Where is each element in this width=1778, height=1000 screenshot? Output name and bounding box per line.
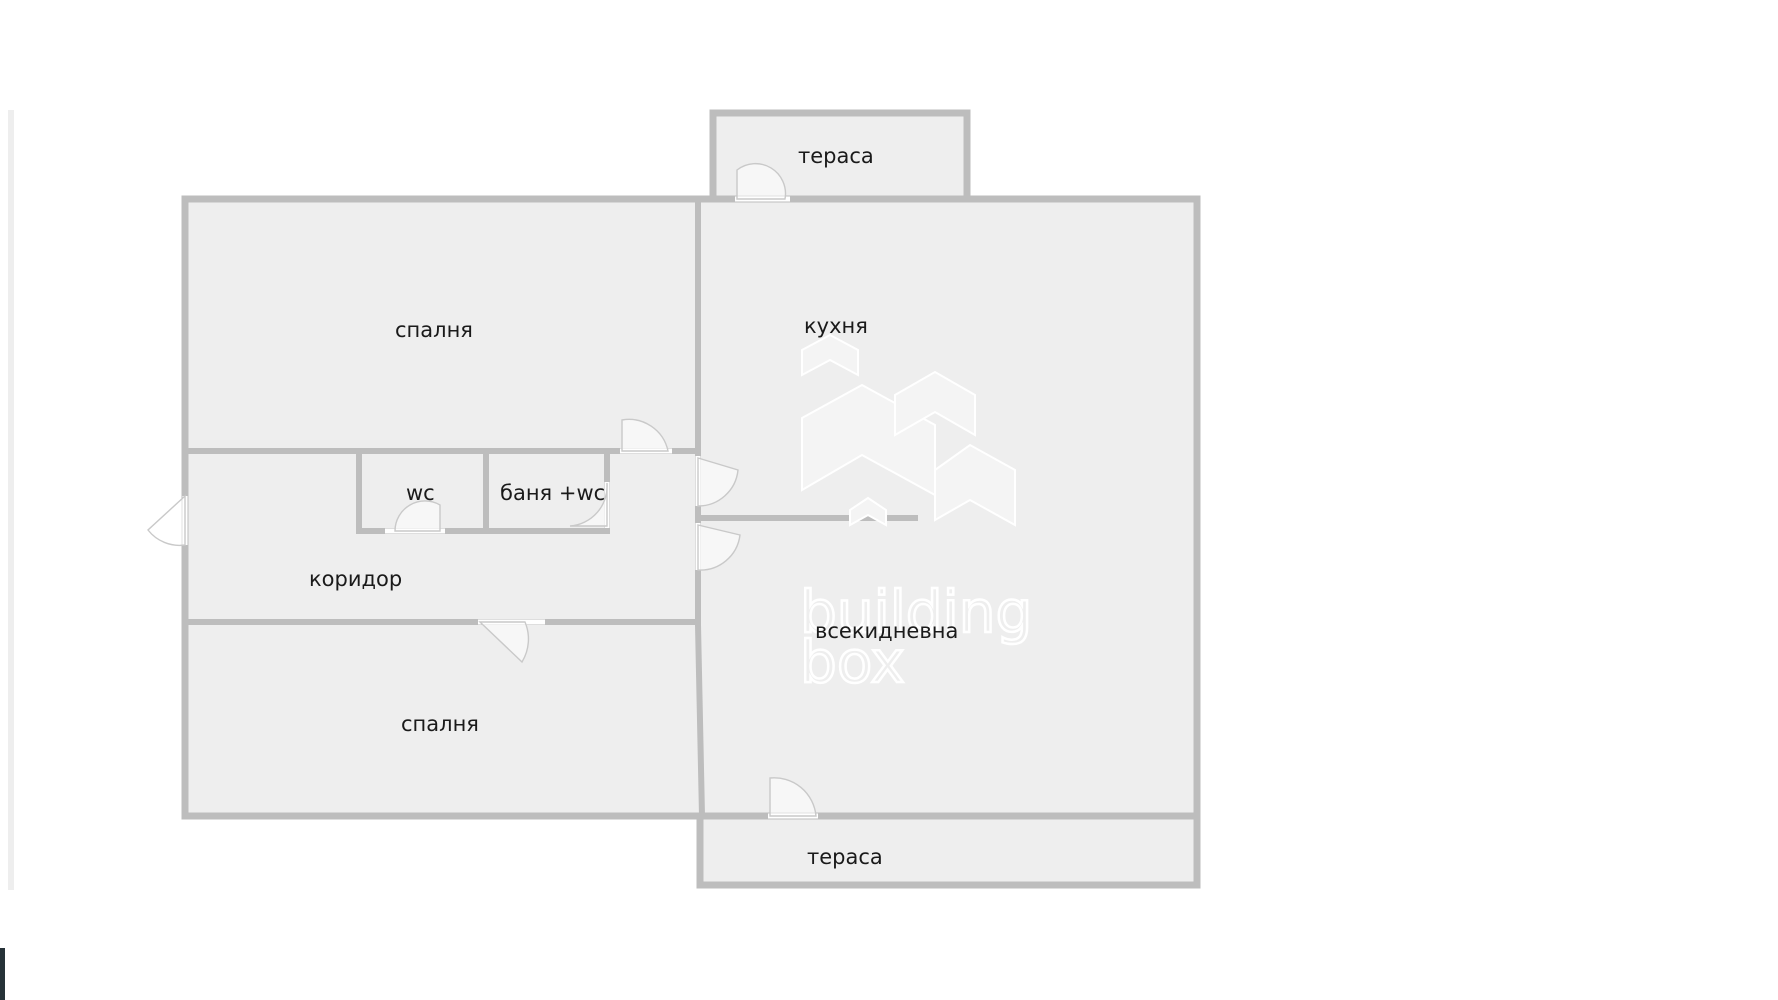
door-arc-living [697,524,741,571]
room-label-terrace-bottom: тераса [807,845,883,869]
watermark-logo-shape [849,496,887,527]
room-label-corridor: коридор [309,567,402,591]
door-arc-wc [394,500,441,532]
room-label-bathroom: баня +wc [500,481,605,505]
watermark: building box [799,333,1034,697]
room-label-wc: wc [406,481,435,505]
door-arc-terrace-top [736,162,787,200]
door-arc-entrance [147,494,186,547]
room-labels: тераса спалня кухня wc баня +wc коридор … [309,144,958,869]
floor-terrace-bottom [700,816,1197,885]
watermark-logo-shape [934,443,1016,527]
watermark-text-line1: building [800,578,1032,646]
door-arc-terrace-bottom [769,777,817,817]
watermark-logo-shape [801,333,859,377]
room-label-bedroom-bottom: спалня [401,712,479,736]
door-arc-bath [569,482,608,527]
door-arc-bedroom-top [621,418,669,452]
room-label-terrace-top: тераса [798,144,874,168]
room-label-kitchen: кухня [804,314,868,338]
watermark-text-line2: box [800,628,905,696]
wall-terrace-top [709,109,971,199]
room-label-living-room: всекидневна [815,619,958,643]
door-arc-kitchen [697,457,739,507]
room-label-bedroom-top: спалня [395,318,473,342]
watermark-logo-shape [894,370,976,437]
left-edge-strip [8,110,14,890]
floors [185,113,1197,885]
left-edge-marker [0,948,5,1000]
doors [147,162,818,819]
door-arc-bedroom-bottom [478,621,530,664]
wall-terrace-bottom [696,816,1201,889]
floor-main [185,199,1197,816]
